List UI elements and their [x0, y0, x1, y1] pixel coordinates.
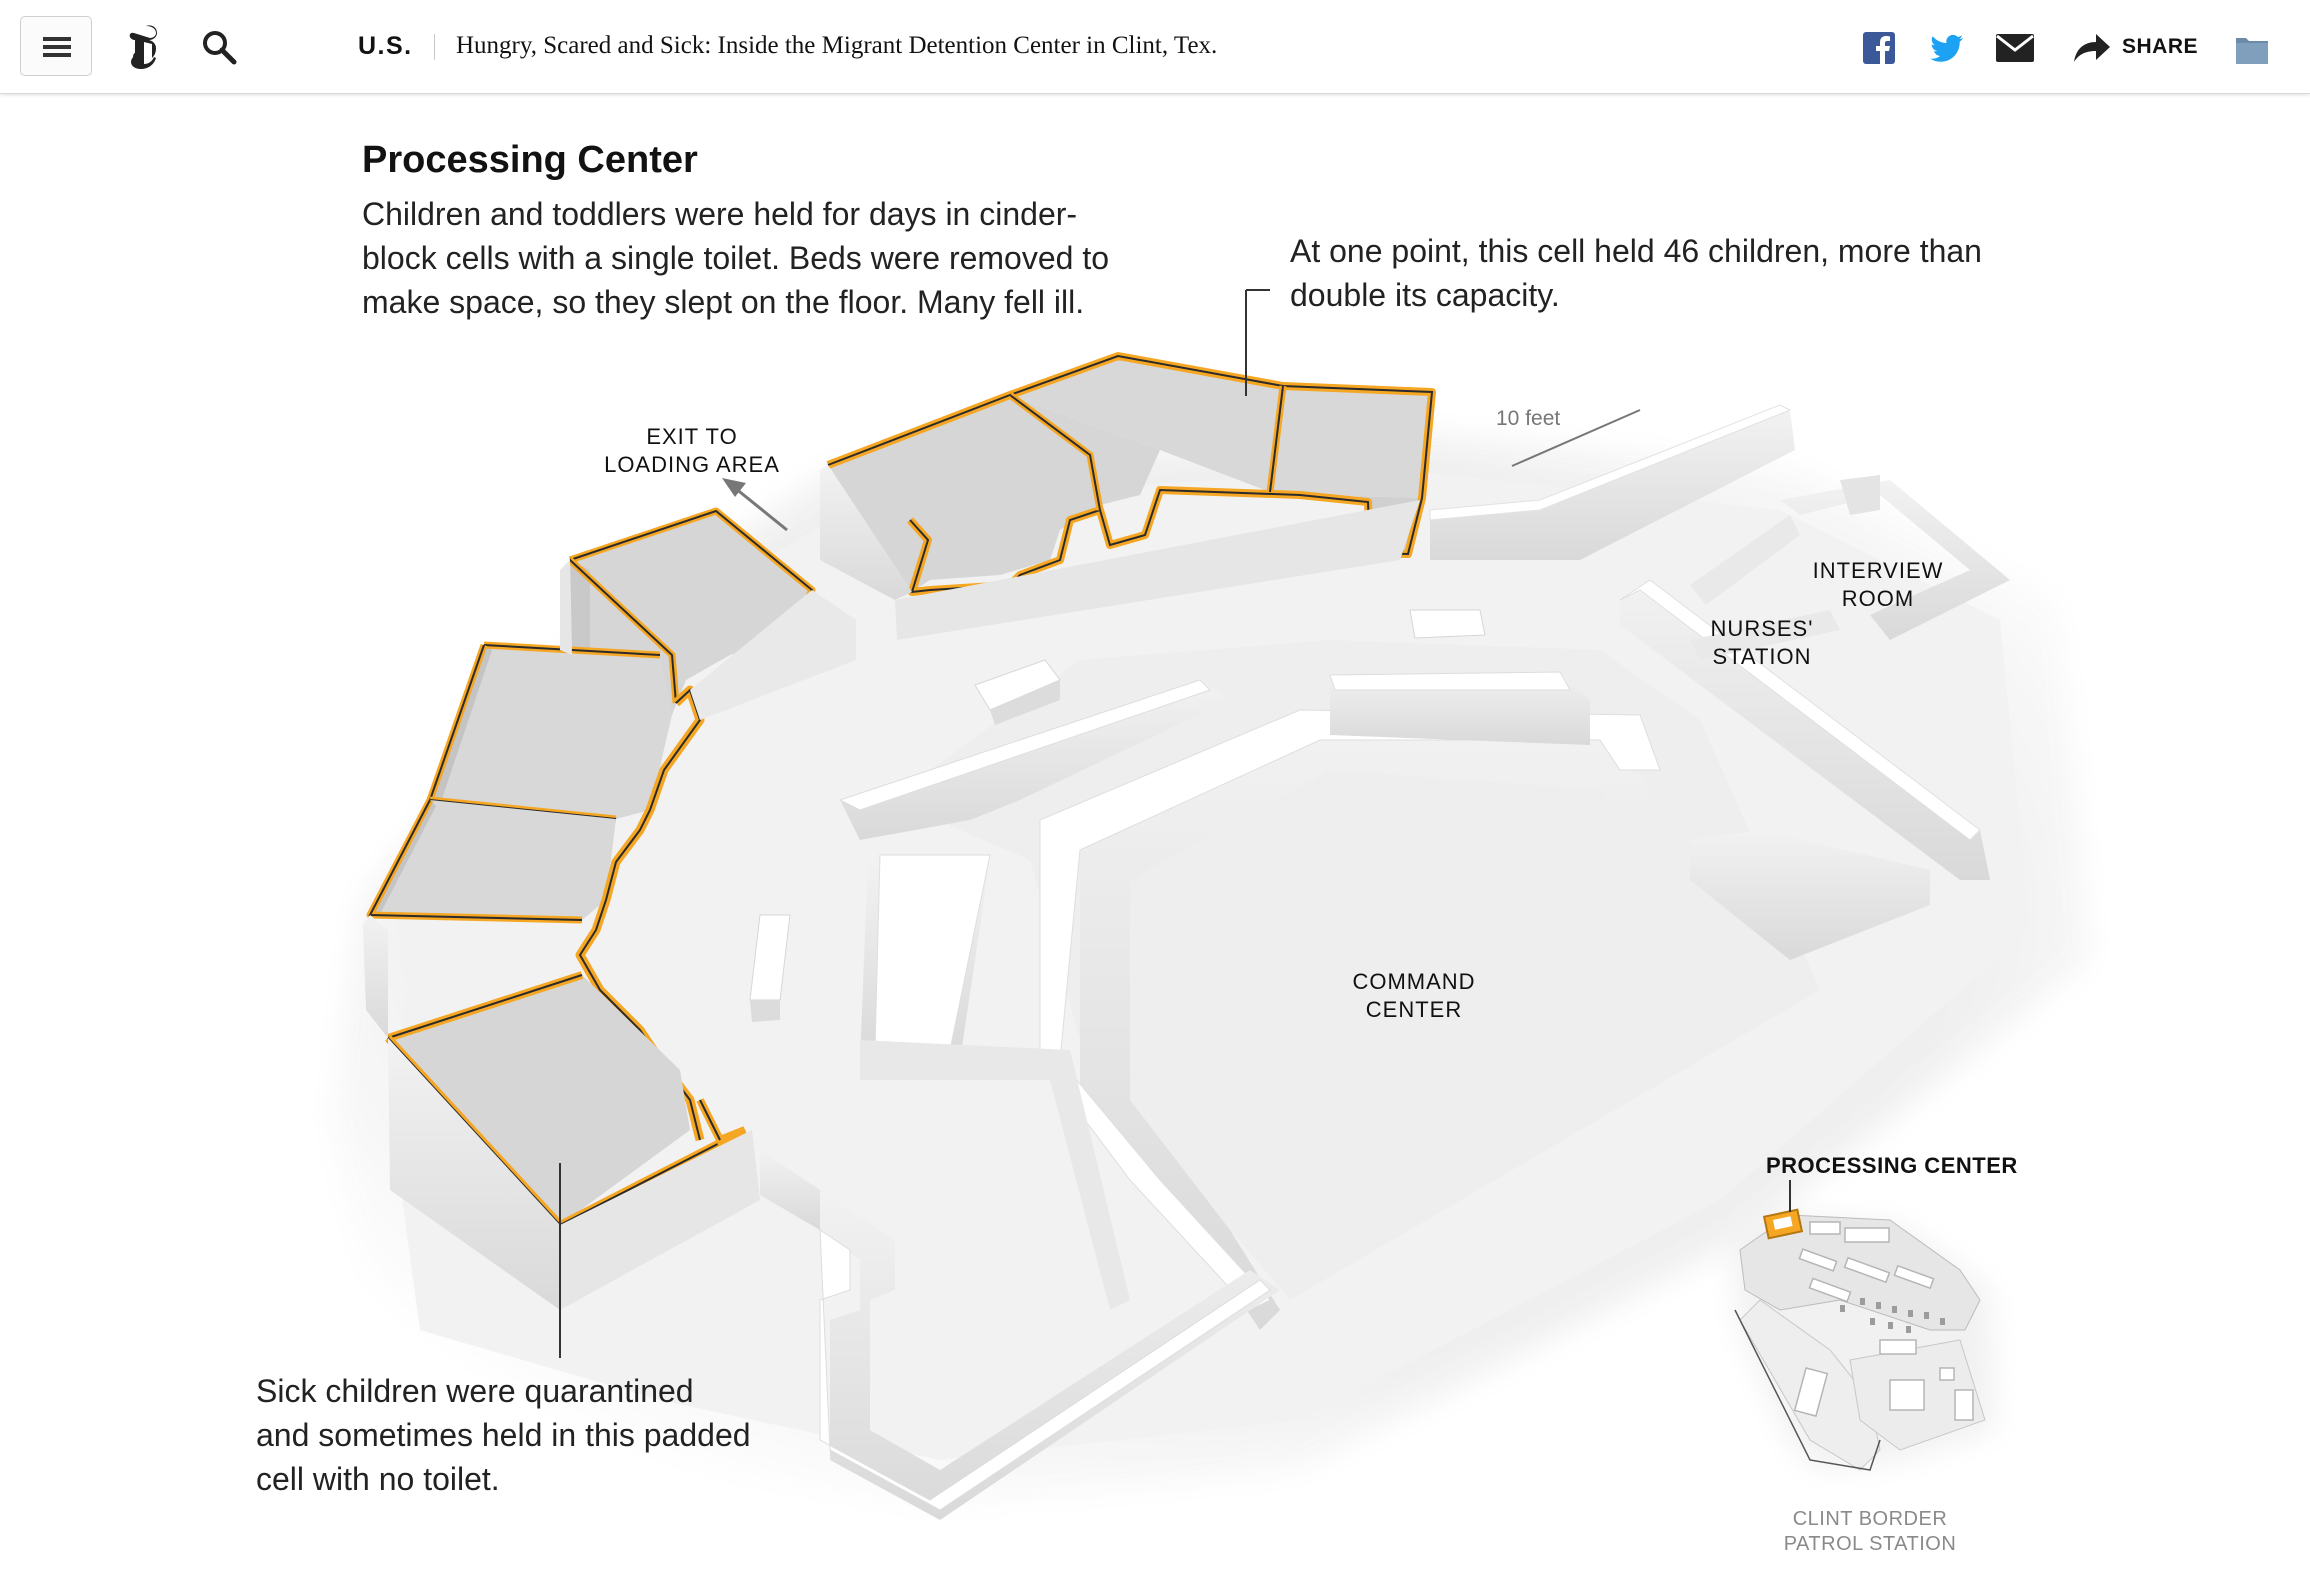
graphic-description: Children and toddlers were held for days… [362, 192, 1202, 324]
top-navigation-bar: U.S. Hungry, Scared and Sick: Inside the… [0, 0, 2310, 94]
menu-icon-bar [43, 53, 71, 57]
label-line: ROOM [1841, 586, 1915, 611]
section-link[interactable]: U.S. [358, 32, 413, 60]
save-folder-icon[interactable] [2234, 26, 2270, 68]
caption-line: PATROL STATION [1783, 1533, 1957, 1555]
annotation-line: and sometimes held in this padded [256, 1417, 751, 1453]
inset-caption: CLINT BORDER PATROL STATION [1770, 1507, 1970, 1557]
menu-icon-bar [43, 45, 71, 49]
nurses-station-label: NURSES' STATION [1700, 615, 1824, 671]
label-line: COMMAND [1352, 969, 1476, 994]
article-headline: Hungry, Scared and Sick: Inside the Migr… [456, 32, 1218, 59]
label-line: EXIT TO [646, 424, 738, 449]
exit-arrow-icon [722, 478, 788, 532]
cell-block-top [820, 352, 1436, 640]
exit-label: EXIT TO LOADING AREA [600, 423, 784, 479]
scale-bar [1511, 409, 1641, 467]
label-line: CENTER [1365, 997, 1463, 1022]
description-line: Children and toddlers were held for days… [362, 196, 1078, 232]
share-arrow-icon[interactable] [2070, 26, 2112, 68]
description-line: make space, so they slept on the floor. … [362, 284, 1085, 320]
email-icon[interactable] [1994, 26, 2036, 68]
hamburger-menu-button[interactable] [20, 16, 92, 76]
corridor-wall [1430, 410, 1795, 560]
cell-block-left [363, 507, 856, 1310]
header-divider [434, 34, 435, 60]
lower-corridor-walls [760, 1040, 1280, 1520]
crowded-cell-annotation: At one point, this cell held 46 children… [1290, 229, 1982, 317]
right-wall [1690, 830, 1930, 960]
processing-center-graphic: Processing Center Children and toddlers … [0, 95, 2310, 1596]
search-icon[interactable] [200, 28, 238, 66]
label-line: STATION [1712, 644, 1812, 669]
annotation-line: At one point, this cell held 46 children… [1290, 233, 1982, 269]
twitter-icon[interactable] [1928, 26, 1966, 68]
facebook-icon[interactable] [1862, 26, 1896, 68]
label-line: NURSES' [1710, 616, 1814, 641]
scale-label: 10 feet [1496, 407, 1561, 430]
hamburger-menu-icon [43, 37, 71, 41]
nyt-logo-icon[interactable] [122, 22, 162, 72]
share-button[interactable]: SHARE [2122, 35, 2199, 58]
sick-cell-annotation: Sick children were quarantined and somet… [256, 1369, 751, 1501]
label-line: INTERVIEW [1812, 558, 1944, 583]
description-line: block cells with a single toilet. Beds w… [362, 240, 1110, 276]
benches [749, 609, 1486, 1022]
isometric-floor-plan [330, 289, 2090, 1520]
annotation-line: cell with no toilet. [256, 1461, 500, 1497]
inset-title: PROCESSING CENTER [1766, 1153, 2018, 1178]
caption-line: CLINT BORDER [1792, 1508, 1948, 1530]
nurses-interview-rooms [1619, 475, 2010, 880]
interview-room-label: INTERVIEW ROOM [1808, 557, 1948, 613]
command-center-label: COMMAND CENTER [1346, 968, 1482, 1024]
annotation-line: double its capacity. [1290, 277, 1560, 313]
command-center-walls [838, 671, 1661, 1330]
inset-locator-map [1730, 1180, 1995, 1471]
graphic-title: Processing Center [362, 139, 698, 181]
annotation-line: Sick children were quarantined [256, 1373, 694, 1409]
label-line: LOADING AREA [604, 452, 780, 477]
